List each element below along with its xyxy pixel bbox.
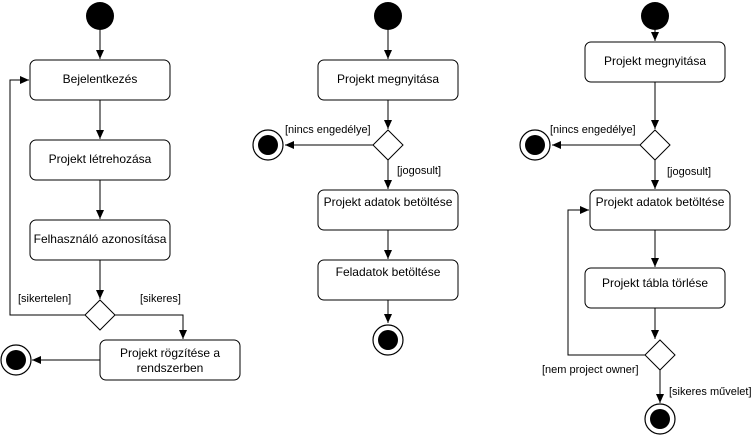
action-load-project-data-3 bbox=[589, 189, 731, 231]
diagram-create-project: Bejelentkezés Projekt létrehozása Felhas… bbox=[0, 2, 241, 381]
end-node-3b-dot bbox=[650, 409, 670, 429]
action-open-project-3-label: Projekt megnyitása bbox=[604, 54, 706, 68]
action-load-tasks-2-label: Feladatok betöltése bbox=[336, 265, 441, 279]
end-node-1-dot bbox=[6, 350, 26, 370]
edge-not-owner-loop bbox=[567, 206, 645, 356]
guard-denied-2: [nincs engedélye] bbox=[285, 124, 371, 136]
guard-not-owner: [nem project owner] bbox=[542, 364, 639, 376]
guard-denied-3: [nincs engedélye] bbox=[550, 124, 636, 136]
diagram-open-project: Projekt megnyitása [nincs engedélye] [jo… bbox=[252, 2, 459, 356]
guard-authorized-2: [jogosult] bbox=[397, 165, 441, 177]
action-load-project-data-2-label: Projekt adatok betöltése bbox=[324, 195, 453, 209]
action-login-label: Bejelentkezés bbox=[63, 72, 138, 86]
guard-success: [sikeres] bbox=[140, 293, 181, 305]
action-delete-table-3-label: Projekt tábla törlése bbox=[602, 276, 708, 290]
guard-failed: [sikertelen] bbox=[18, 293, 71, 305]
action-save-project-label-2: rendszerben bbox=[137, 361, 204, 375]
decision-permission-3 bbox=[639, 129, 671, 161]
action-open-project-2-label: Projekt megnyitása bbox=[337, 72, 439, 86]
action-identify-user-label: Felhasználó azonosítása bbox=[34, 232, 167, 246]
end-node-2a-dot bbox=[258, 135, 278, 155]
start-node-3 bbox=[641, 2, 669, 30]
guard-authorized-3: [jogosult] bbox=[667, 166, 711, 178]
action-load-project-data-3-label: Projekt adatok betöltése bbox=[596, 195, 725, 209]
guard-success-op: [sikeres művelet] bbox=[669, 386, 752, 398]
decision-owner-3 bbox=[644, 339, 676, 371]
decision-permission-2 bbox=[372, 129, 404, 161]
start-node-1 bbox=[86, 2, 114, 30]
end-node-2b-dot bbox=[378, 330, 398, 350]
diagram-delete-project: Projekt megnyitása [nincs engedélye] [jo… bbox=[519, 2, 752, 435]
action-save-project-label-1: Projekt rögzítése a bbox=[120, 346, 220, 360]
start-node-2 bbox=[374, 2, 402, 30]
end-node-3a-dot bbox=[525, 135, 545, 155]
edge-failed-loop bbox=[9, 76, 85, 316]
edge-success bbox=[115, 314, 187, 339]
action-create-project-label: Projekt létrehozása bbox=[49, 152, 152, 166]
decision-auth-1 bbox=[84, 299, 116, 331]
